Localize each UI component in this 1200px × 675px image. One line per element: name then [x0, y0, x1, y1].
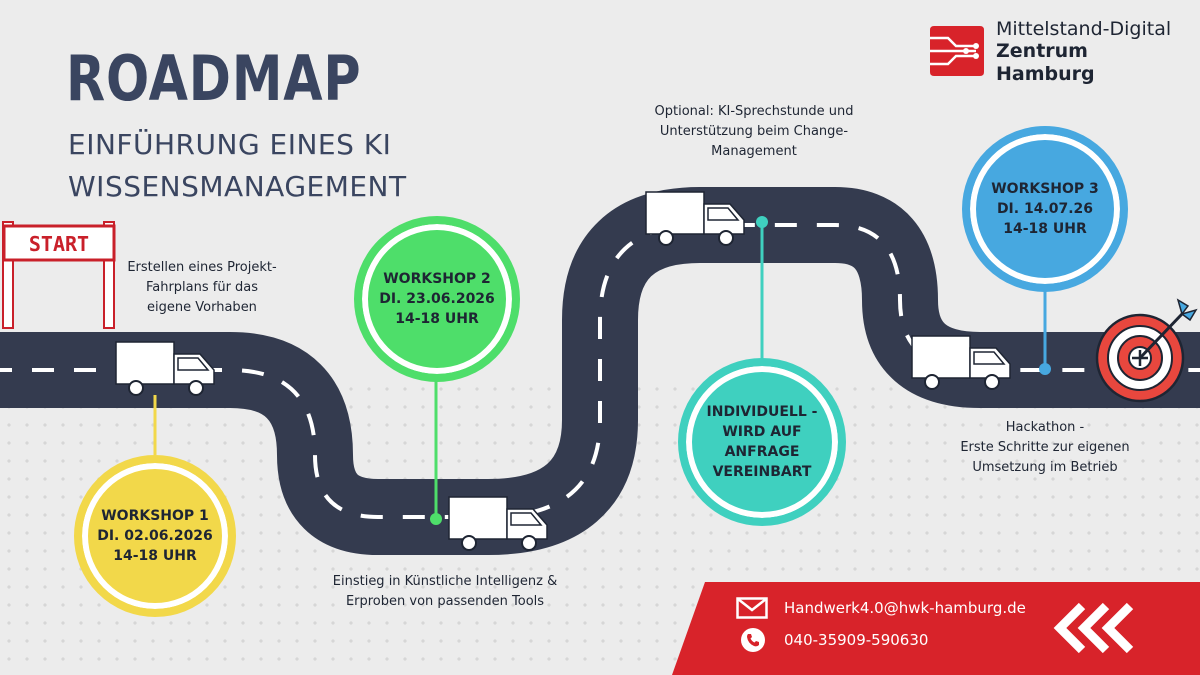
start-gate: START — [2, 221, 116, 329]
workshop-3-line2: DI. 14.07.26 — [996, 201, 1094, 217]
description-4-line1: Hackathon - — [1005, 420, 1085, 435]
start-sign-text: START — [29, 232, 89, 256]
description-4-line3: Umsetzung im Betrieb — [972, 460, 1118, 475]
target-icon — [1095, 298, 1198, 403]
description-2-line2: Erproben von passenden Tools — [345, 594, 545, 609]
logo-text-line3: Hamburg — [996, 63, 1095, 85]
truck-icon — [448, 496, 548, 551]
mail-icon — [736, 597, 768, 619]
workshop-2-line3: 14-18 UHR — [395, 311, 479, 327]
workshop-1-line1: WORKSHOP 1 — [101, 508, 209, 524]
description-1: Erstellen eines Projekt- Fahrplans für d… — [104, 258, 300, 318]
workshop-2-line1: WORKSHOP 2 — [383, 271, 491, 287]
email-link[interactable]: Handwerk4.0@hwk-hamburg.de — [784, 599, 1026, 617]
description-1-line2: Fahrplans für das — [145, 280, 259, 295]
phone-icon — [741, 628, 765, 652]
description-1-line1: Erstellen eines Projekt- — [127, 260, 277, 275]
description-2: Einstieg in Künstliche Intelligenz & Erp… — [300, 572, 590, 612]
description-4-line2: Erste Schritte zur eigenen — [960, 440, 1130, 455]
individuell-line1: INDIVIDUELL - — [706, 404, 818, 420]
page-title: ROADMAP — [66, 42, 362, 115]
chevrons-left-icon — [1053, 602, 1134, 654]
description-3-line1: Optional: KI-Sprechstunde und — [654, 104, 854, 119]
truck-icon — [911, 335, 1011, 390]
description-1-line3: eigene Vorhaben — [147, 300, 257, 315]
logo-text-line2: Zentrum — [996, 40, 1088, 62]
phone-link[interactable]: 040-35909-590630 — [784, 631, 929, 649]
workshop-3-badge: WORKSHOP 3 DI. 14.07.26 14-18 UHR — [962, 126, 1128, 292]
road-center-line — [0, 223, 1200, 519]
individuell-line3: ANFRAGE — [724, 444, 800, 460]
workshop-3-line1: WORKSHOP 3 — [991, 181, 1099, 197]
workshop-1-line3: 14-18 UHR — [113, 548, 197, 564]
description-4: Hackathon - Erste Schritte zur eigenen U… — [920, 418, 1170, 478]
workshop-1-line2: DI. 02.06.2026 — [97, 528, 213, 544]
logo: Mittelstand-Digital Zentrum Hamburg — [926, 14, 1196, 88]
workshop-2-badge: WORKSHOP 2 DI. 23.06.2026 14-18 UHR — [354, 216, 520, 382]
footer-band — [672, 582, 1200, 675]
description-3-line2: Unterstützung beim Change- — [659, 124, 849, 139]
description-3-line3: Management — [711, 144, 797, 159]
truck-icon — [645, 191, 745, 246]
individuell-badge: INDIVIDUELL - WIRD AUF ANFRAGE VEREINBAR… — [678, 358, 846, 526]
truck-icon — [115, 341, 215, 396]
subtitle-line: EINFÜHRUNG EINES KI — [68, 128, 392, 161]
individuell-line2: WIRD AUF — [722, 424, 802, 440]
workshop-1-badge: WORKSHOP 1 DI. 02.06.2026 14-18 UHR — [74, 455, 236, 617]
logo-circuit-icon — [930, 26, 984, 76]
subtitle-line: WISSENSMANAGEMENT — [68, 170, 407, 203]
individuell-line4: VEREINBART — [712, 464, 812, 480]
logo-text-line1: Mittelstand-Digital — [996, 18, 1172, 40]
workshop-2-line2: DI. 23.06.2026 — [379, 291, 495, 307]
description-2-line1: Einstieg in Künstliche Intelligenz & — [332, 574, 558, 589]
page-subtitle: EINFÜHRUNG EINES KI WISSENSMANAGEMENT — [68, 124, 488, 208]
workshop-3-line3: 14-18 UHR — [1003, 221, 1087, 237]
description-3: Optional: KI-Sprechstunde und Unterstütz… — [624, 102, 884, 162]
